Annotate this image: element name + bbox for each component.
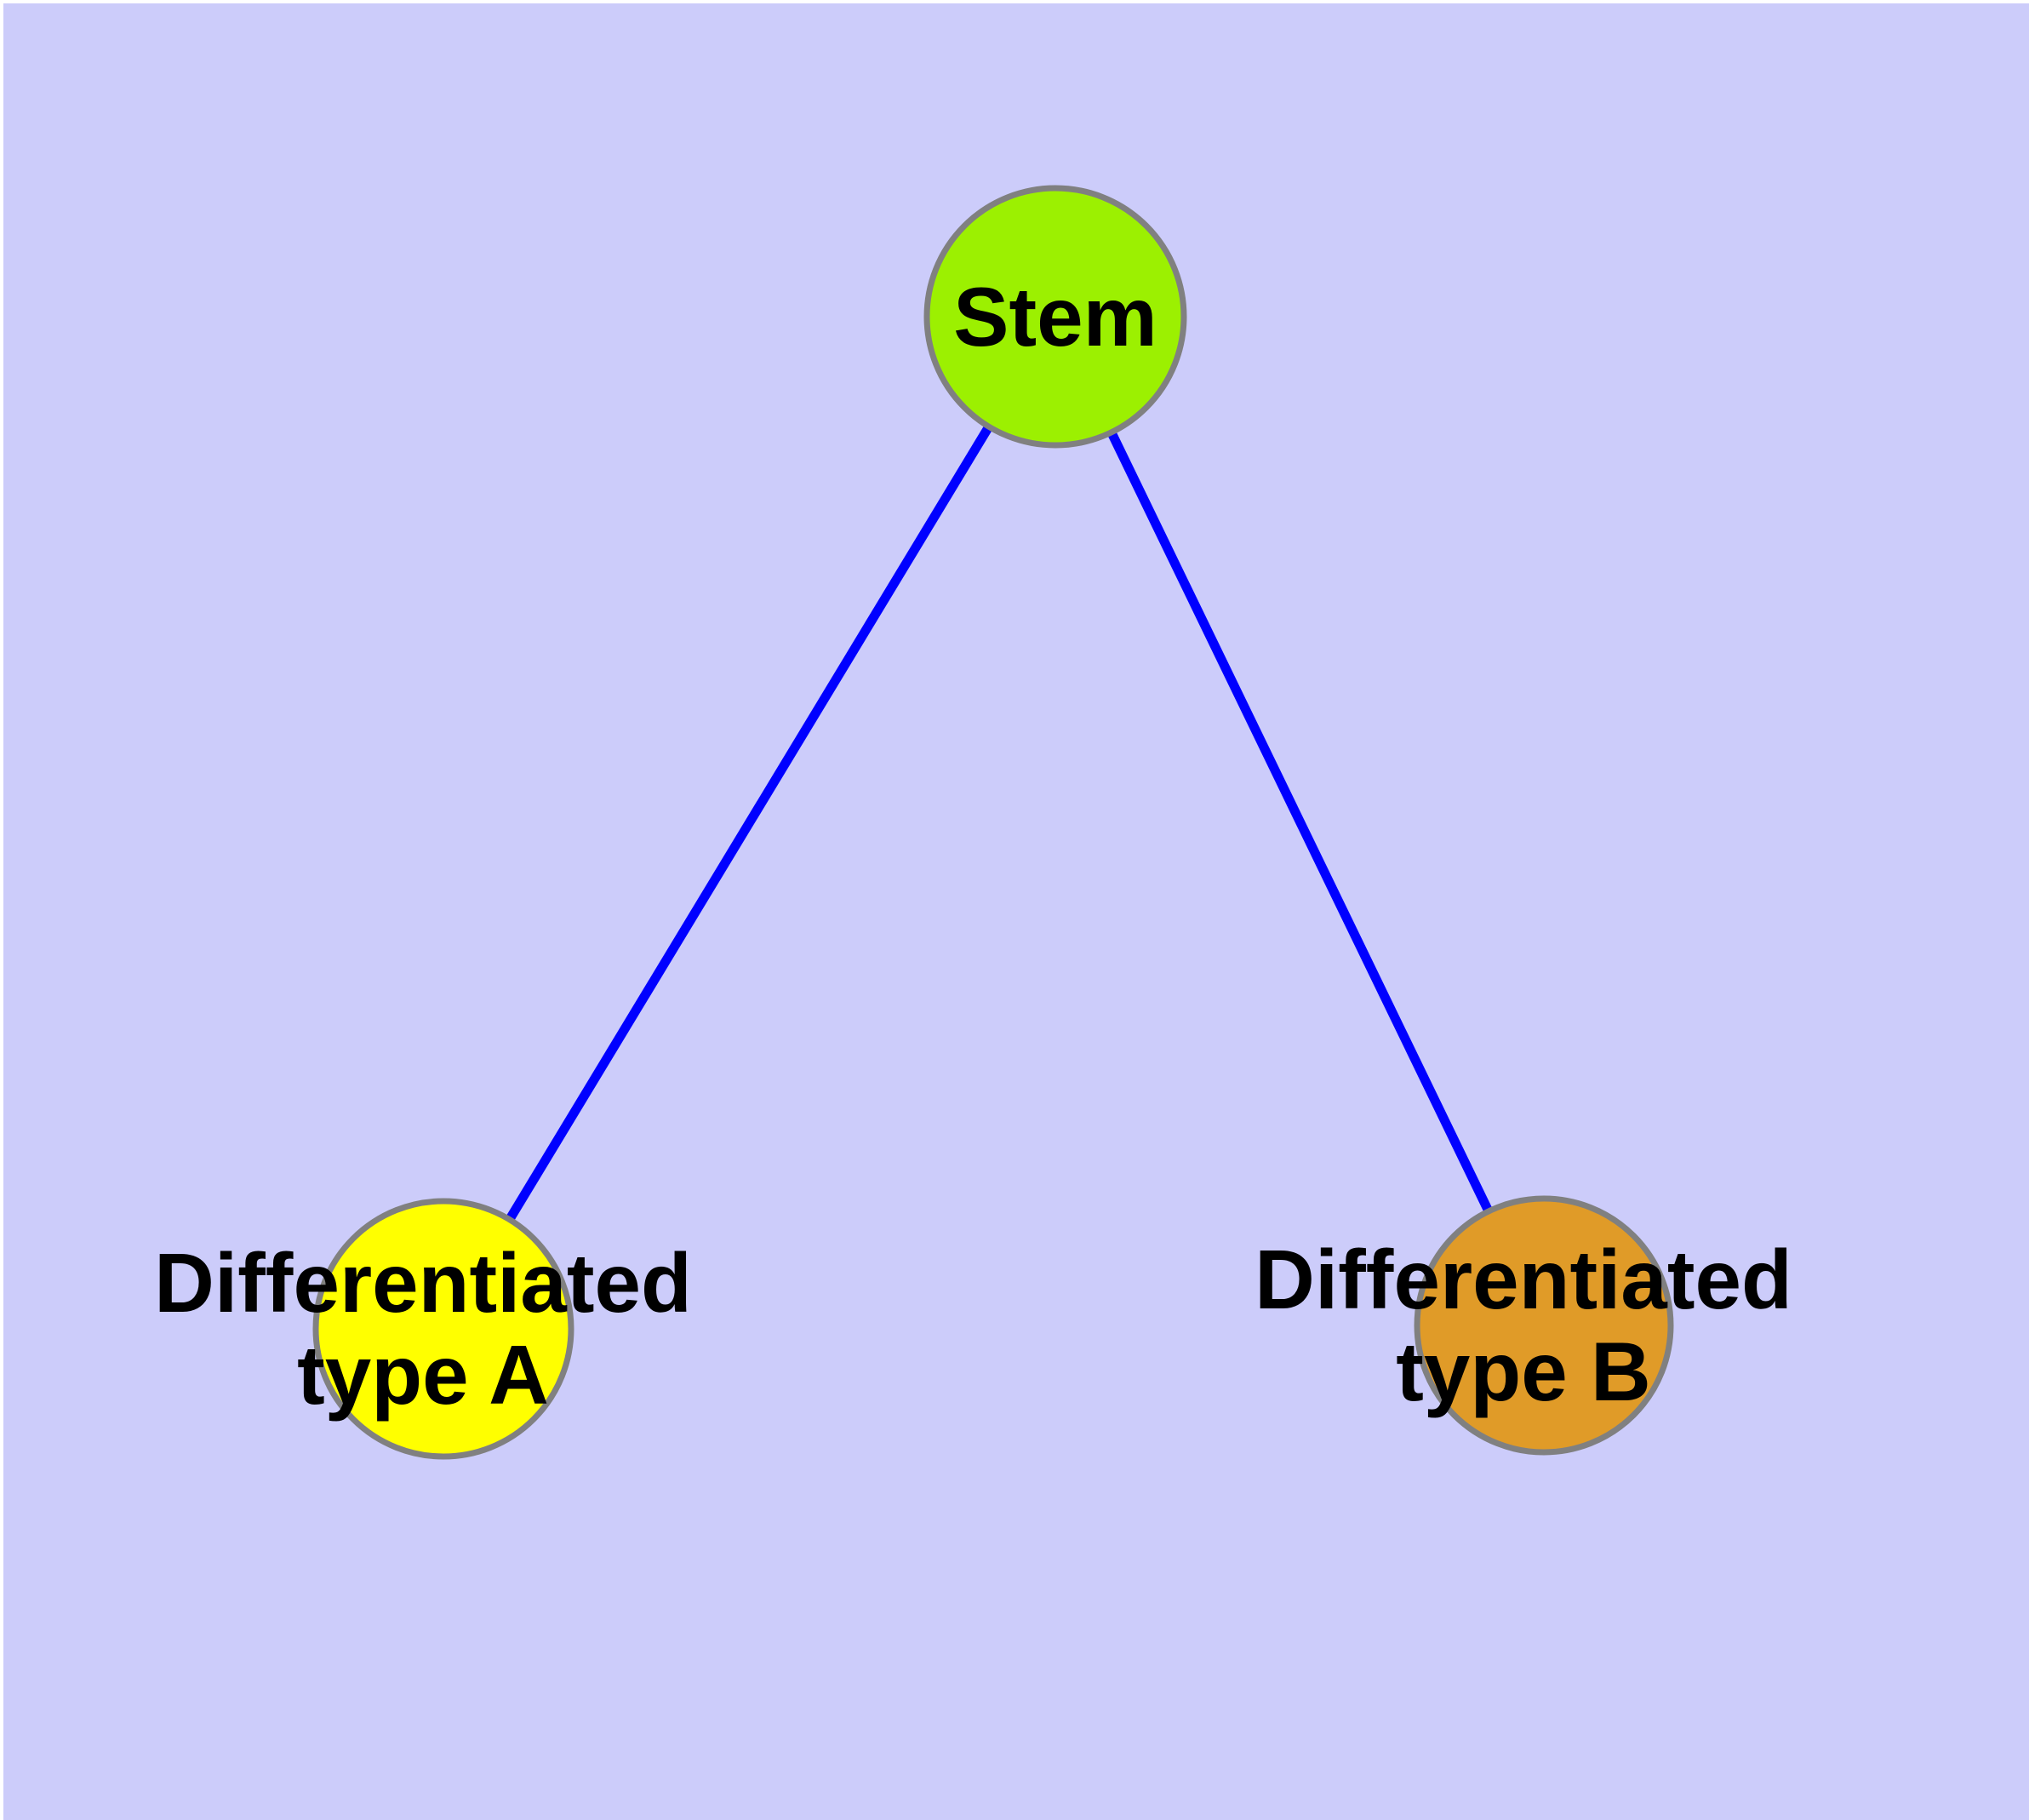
graph-node-diff-a[interactable]	[312, 1198, 574, 1460]
graph-node-label-line: type A	[297, 1328, 549, 1422]
edge-layer	[439, 314, 1548, 1331]
graph-node-label-stem: Stem	[953, 270, 1157, 363]
graph-node-label-line: Stem	[953, 270, 1157, 363]
node-layer	[312, 185, 1674, 1460]
graph-node-label-line: type B	[1396, 1325, 1651, 1418]
graph-node-label-line: Differentiated	[1255, 1233, 1792, 1326]
graph-node-label-line: Differentiated	[154, 1236, 692, 1330]
graph-node-stem[interactable]	[923, 185, 1187, 449]
graph-edge-stem-to-diff-b[interactable]	[1051, 314, 1548, 1328]
graph-node-diff-b[interactable]	[1414, 1195, 1674, 1456]
graph-edge-stem-to-diff-a[interactable]	[439, 314, 1060, 1331]
